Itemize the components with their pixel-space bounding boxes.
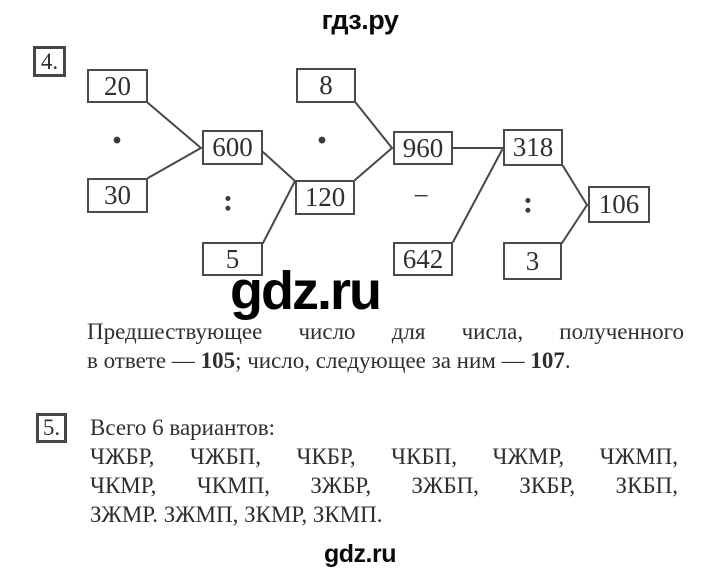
multiply-operator-icon: · — [109, 118, 125, 164]
connector-line — [452, 149, 503, 243]
answer-line-1: Предшествующее число для числа, полученн… — [87, 319, 684, 344]
value-box-120: 120 — [295, 180, 355, 215]
value-box-960: 960 — [393, 131, 453, 165]
multiply-operator-icon: · — [314, 118, 330, 164]
connector-line — [262, 151, 296, 182]
connector-line — [354, 147, 393, 181]
subtract-operator-icon: − — [413, 181, 429, 212]
problem-4-number: 4. — [40, 48, 59, 74]
problem-4-answer: Предшествующее число для числа, полученн… — [87, 317, 684, 375]
connector-line — [561, 204, 588, 244]
connector-line — [262, 180, 296, 244]
connector-lines — [147, 102, 588, 244]
problem-5-marker: 5. — [36, 413, 67, 443]
divide-operator-icon: : — [522, 184, 534, 220]
value-box-20: 20 — [87, 69, 148, 103]
value-box-3: 3 — [503, 242, 562, 280]
connector-line — [147, 147, 202, 179]
variants-line-2: ЧКМР, ЧКМП, ЗЖБР, ЗЖБП, ЗКБР, ЗКБП, — [90, 473, 678, 498]
problem-5-answer: Всего 6 вариантов: ЧЖБР, ЧЖБП, ЧКБР, ЧКБ… — [90, 413, 678, 529]
connector-line — [355, 102, 393, 149]
variants-intro: Всего 6 вариантов: — [90, 415, 275, 440]
site-logo-top[interactable]: гдз.ру — [321, 5, 399, 35]
connector-line — [562, 165, 588, 206]
value-box-318: 318 — [503, 129, 563, 166]
value-box-642: 642 — [393, 242, 453, 276]
answer-line-2-mid: ; число, следующее за ним — — [235, 348, 531, 373]
value-box-30: 30 — [87, 178, 148, 213]
connector-line — [147, 102, 202, 149]
site-logo-bottom[interactable]: gdz.ru — [324, 540, 397, 568]
value-box-106: 106 — [588, 186, 650, 223]
divide-operator-icon: : — [222, 182, 234, 218]
variants-line-1: ЧЖБР, ЧЖБП, ЧКБР, ЧКБП, ЧЖМР, ЧЖМП, — [90, 444, 678, 469]
answer-line-2-pre: в ответе — — [87, 348, 201, 373]
problem-4-marker: 4. — [33, 46, 66, 77]
preceding-number: 105 — [200, 348, 236, 373]
variants-line-3: ЗЖМР. ЗЖМП, ЗКМР, ЗКМП. — [90, 502, 383, 527]
problem-5-number: 5. — [42, 415, 61, 440]
value-box-600: 600 — [202, 130, 263, 165]
following-number: 107 — [530, 348, 565, 373]
value-box-8: 8 — [296, 68, 356, 103]
number-machine-diagram: 20 8 600 960 318 30 120 106 5 642 3 ·: · −: — [87, 68, 650, 280]
watermark-logo: gdz.ru — [230, 261, 382, 321]
answer-line-2-post: . — [564, 348, 571, 373]
answer-line-2: в ответе — 105; число, следующее за ним … — [87, 346, 684, 375]
value-box-5: 5 — [202, 242, 263, 276]
